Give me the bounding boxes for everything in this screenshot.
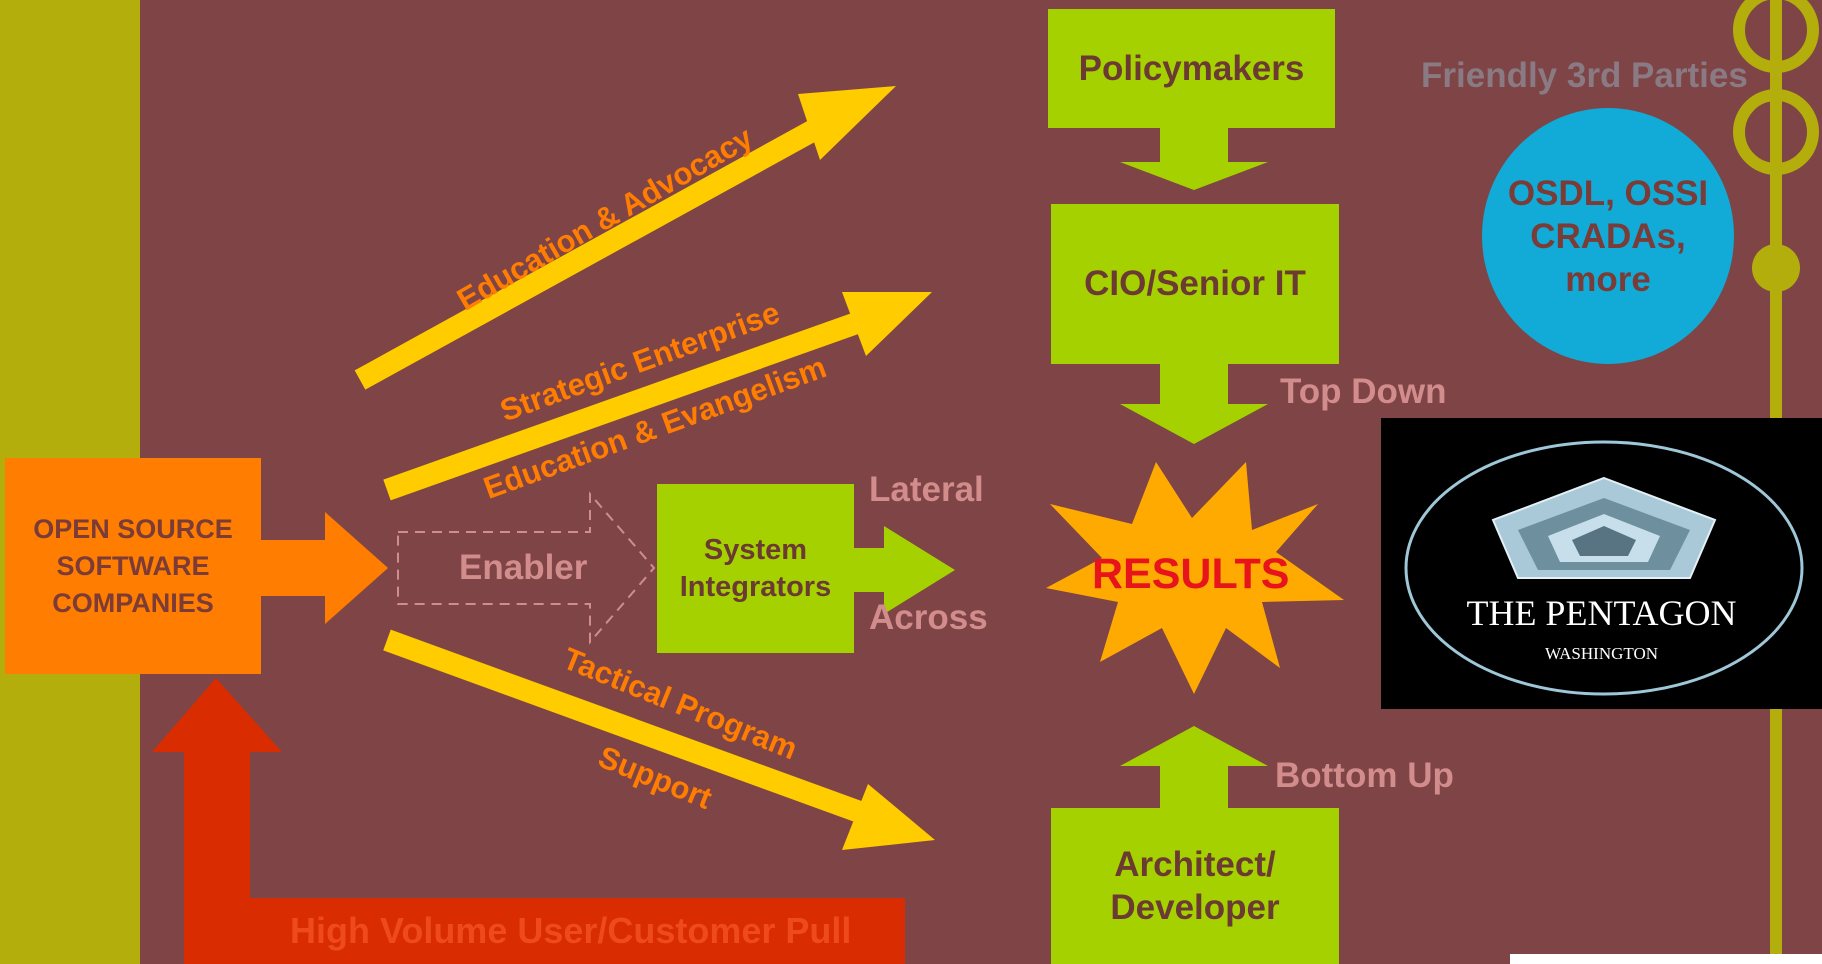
third-parties-title: Friendly 3rd Parties	[1421, 56, 1748, 95]
policymakers-box: Policymakers	[1048, 9, 1335, 128]
third-parties-circle-label: OSDL, OSSI CRADAs, more	[1507, 173, 1709, 299]
tactical-program-arrow	[383, 629, 935, 850]
architect-up-arrow	[1120, 726, 1268, 808]
label-top-down: Top Down	[1280, 372, 1447, 411]
pentagon-building-icon	[1491, 476, 1717, 579]
label-lateral: Lateral	[869, 470, 984, 509]
third-parties-circle	[1482, 108, 1734, 364]
architect-box: Architect/ Developer	[1051, 808, 1339, 964]
strategic-enterprise-arrow	[383, 292, 932, 501]
label-customer-pull: High Volume User/Customer Pull	[290, 910, 852, 951]
cio-down-arrow	[1120, 364, 1268, 444]
source-label: OPEN SOURCE SOFTWARE COMPANIES	[33, 513, 233, 618]
system-integrators-box: System Integrators	[657, 484, 854, 653]
source-box: OPEN SOURCE SOFTWARE COMPANIES	[5, 458, 261, 674]
system-integrators-label: System Integrators	[679, 533, 832, 603]
customer-pull-arrow	[152, 678, 905, 964]
enabler-arrow	[397, 491, 656, 645]
third-parties-circle-text: OSDL, OSSI CRADAs, more	[1482, 108, 1734, 364]
education-advocacy-arrow	[354, 86, 896, 390]
policymakers-label: Policymakers	[1078, 48, 1305, 88]
architect-label: Architect/ Developer	[1110, 845, 1280, 927]
policymakers-down-arrow	[1120, 128, 1268, 190]
results-starburst	[1046, 462, 1344, 694]
cio-label: CIO/Senior IT	[1084, 264, 1306, 303]
seal-title: THE PENTAGON	[1466, 593, 1737, 633]
results-label: RESULTS	[1092, 550, 1290, 598]
source-out-arrow	[260, 512, 388, 624]
corner-artifact	[1510, 954, 1822, 964]
lateral-arrow	[850, 526, 955, 614]
pentagon-seal	[1381, 418, 1822, 709]
label-bottom-up: Bottom Up	[1275, 756, 1454, 795]
seal-subtitle: WASHINGTON	[1544, 644, 1658, 663]
label-enabler: Enabler	[459, 548, 588, 587]
label-across: Across	[869, 598, 988, 637]
cio-box: CIO/Senior IT	[1051, 204, 1339, 364]
